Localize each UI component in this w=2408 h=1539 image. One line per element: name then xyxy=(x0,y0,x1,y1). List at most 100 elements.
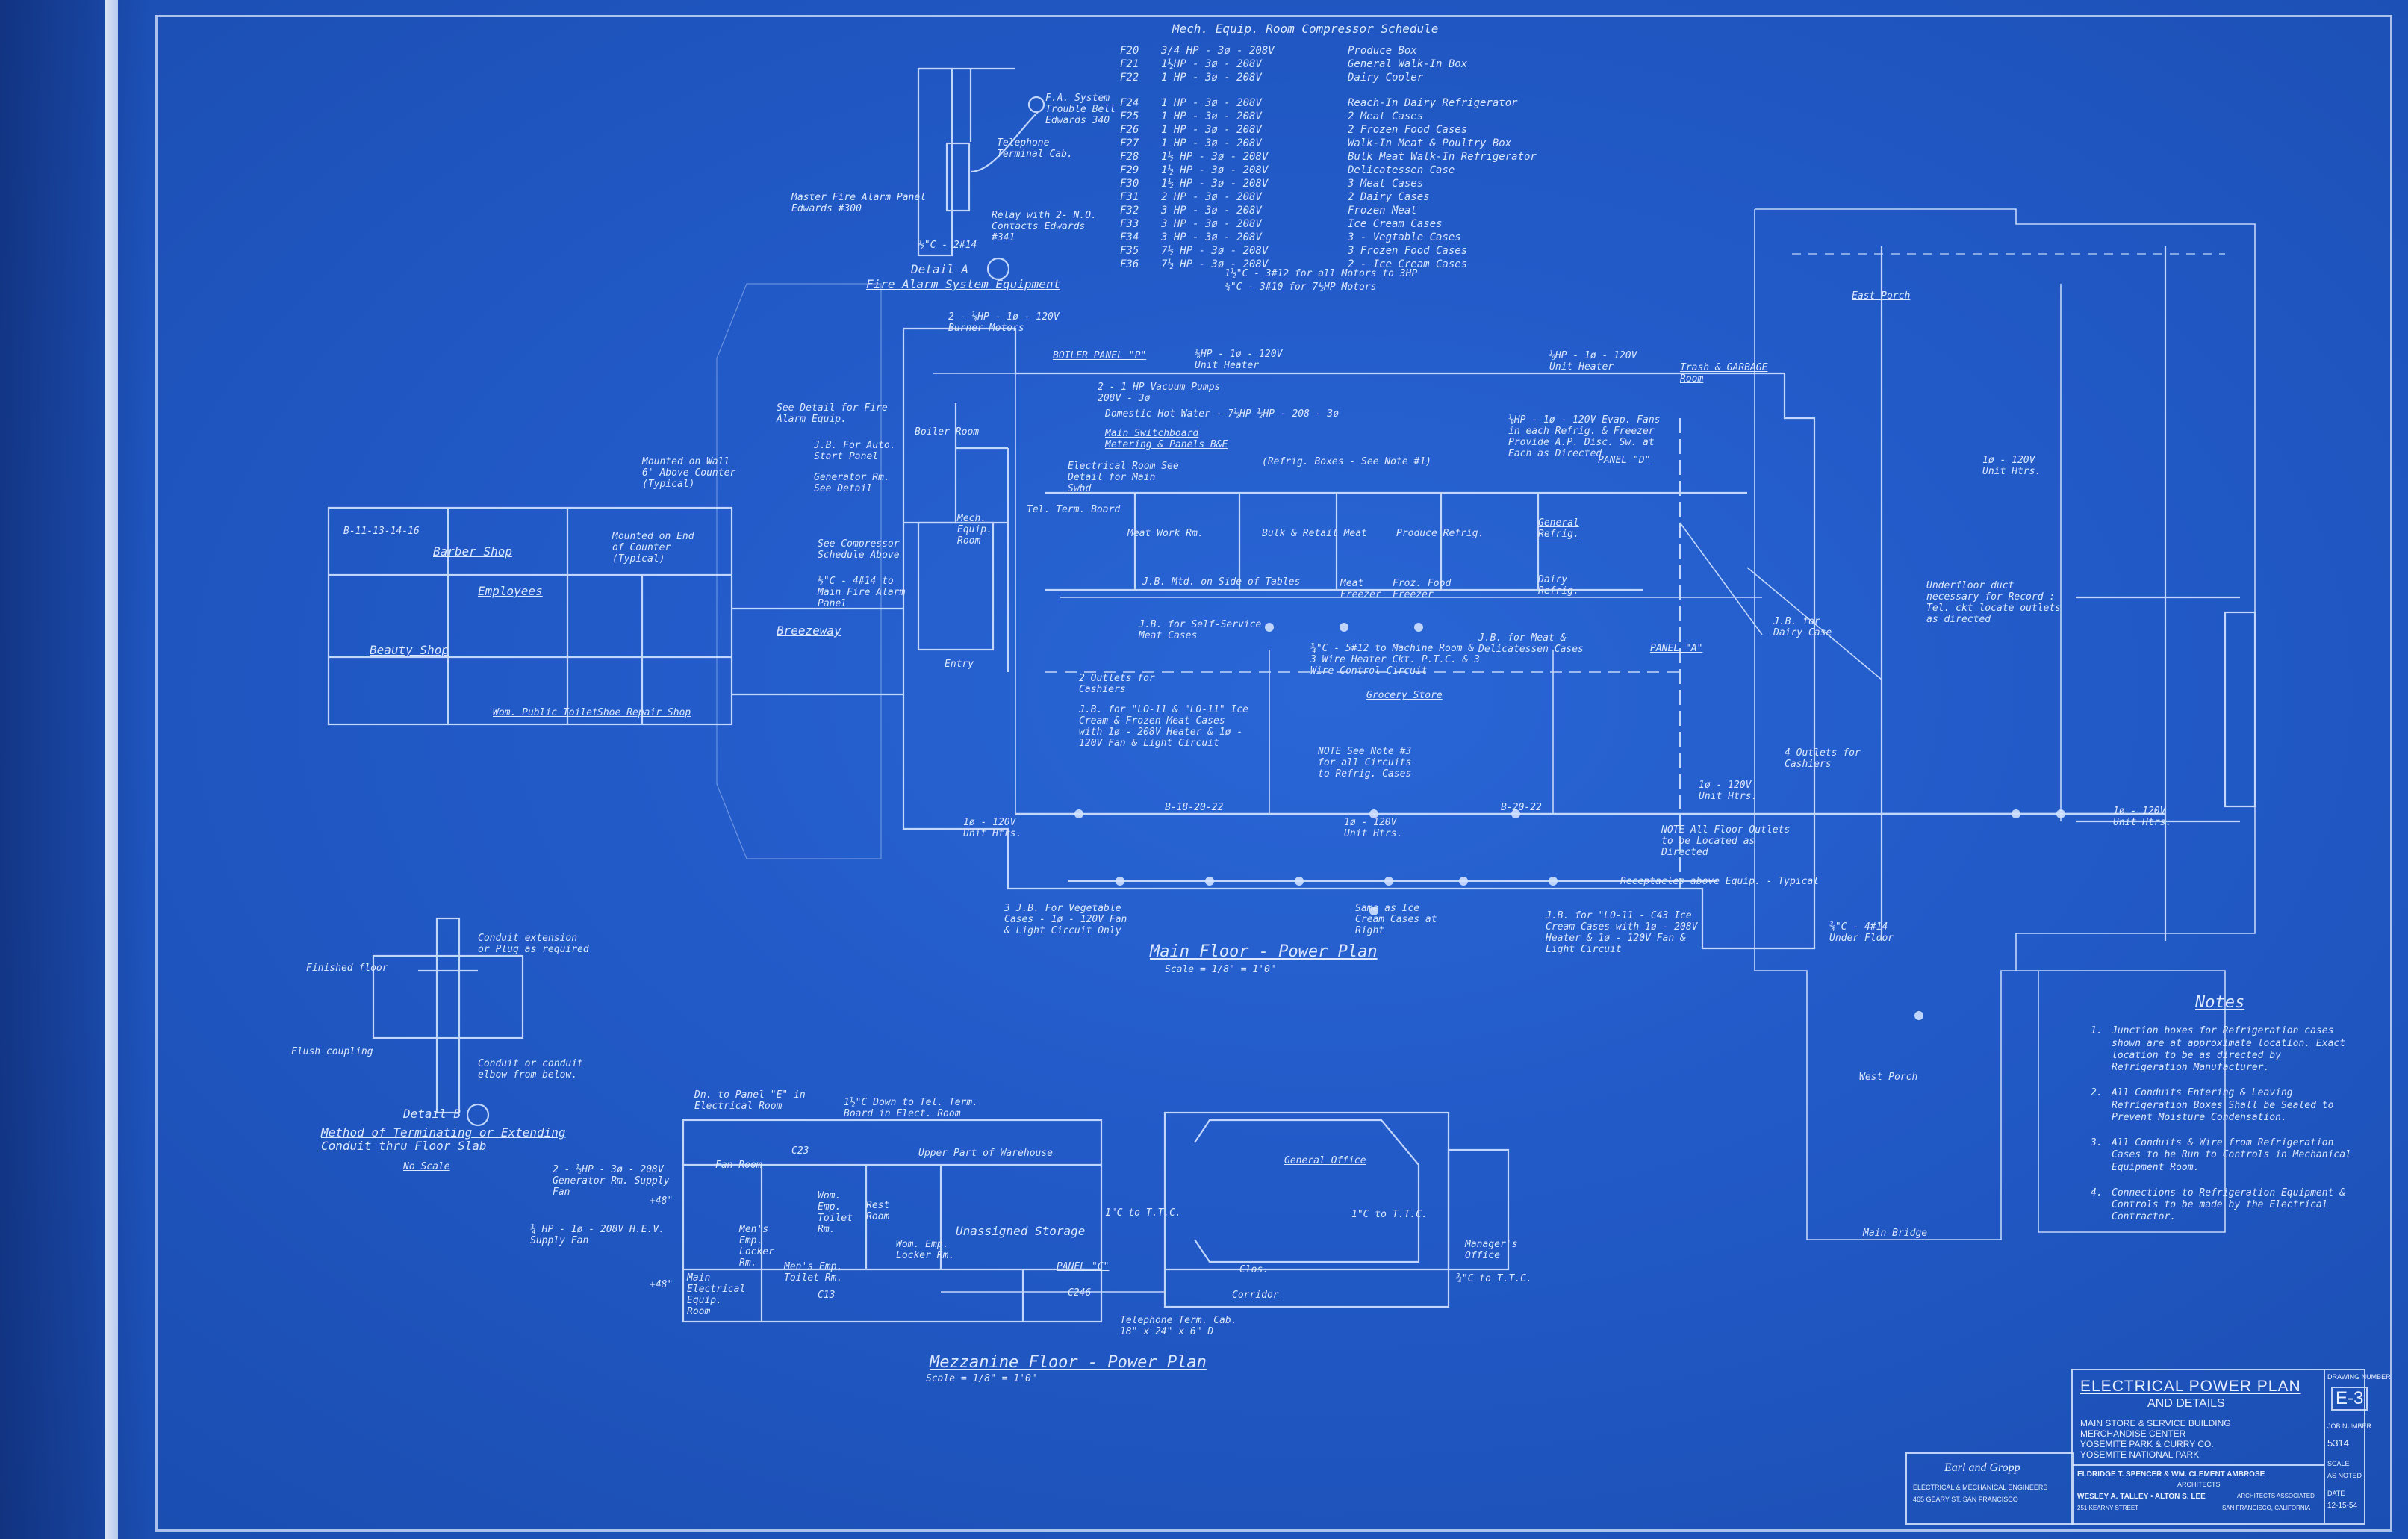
label-evap-fans: ⅛HP - 1ø - 120V Evap. Fans in each Refri… xyxy=(1508,414,1661,459)
detail-b-callout: Detail B xyxy=(403,1107,461,1121)
room-beauty-shop: Beauty Shop xyxy=(370,643,449,657)
engineers-address: 465 GEARY ST. SAN FRANCISCO xyxy=(1913,1496,2018,1503)
label-burner-motors: 2 - ¼HP - 1ø - 120V Burner Motors xyxy=(948,311,1060,334)
sheet-title: ELECTRICAL POWER PLAN xyxy=(2080,1378,2301,1395)
architects-city: SAN FRANCISCO, CALIFORNIA xyxy=(2222,1505,2311,1511)
label-down-tel: 1½"C Down to Tel. Term. Board in Elect. … xyxy=(844,1097,979,1119)
label-hot-water: Domestic Hot Water - 7½HP ½HP - 208 - 3ø xyxy=(1105,408,1340,420)
main-plan-scale: Scale = 1/8" = 1'0" xyxy=(1165,964,1276,975)
label-one-c: 1"C to T.T.C. xyxy=(1105,1207,1181,1219)
label-trash-room: Trash & GARBAGE Room xyxy=(1680,362,1768,385)
room-wom-locker: Wom. Emp. Locker Rm. xyxy=(896,1239,955,1261)
label-dn-panel: Dn. to Panel "E" in Electrical Room xyxy=(694,1089,806,1112)
label-conduit-elbow: Conduit or conduit elbow from below. xyxy=(478,1058,583,1081)
label-main-switchboard: Main Switchboard Metering & Panels B&E xyxy=(1105,428,1228,450)
room-rest-room: Rest Room xyxy=(866,1200,890,1222)
room-dairy-refrig: Dairy Refrig. xyxy=(1538,574,1579,597)
label-panel-a: PANEL "A" xyxy=(1650,643,1703,654)
label-unit-htrs: 1ø - 120V Unit Htrs. xyxy=(1982,455,2041,477)
label-wp-conduit: ¾"C - 4#14 Under Floor xyxy=(1829,921,1894,944)
label-unit-heater: ⅛HP - 1ø - 120V Unit Heater xyxy=(1195,349,1283,371)
architects-address: 251 KEARNY STREET xyxy=(2077,1505,2139,1511)
schedule-title: Mech. Equip. Room Compressor Schedule xyxy=(1172,22,1439,36)
drawing-number-label: DRAWING NUMBER xyxy=(2327,1373,2391,1381)
label-jb-dairy: J.B. for Dairy Case xyxy=(1773,616,1832,638)
label-jb-meat-deli: J.B. for Meat & Delicatessen Cases xyxy=(1478,632,1584,655)
room-general-refrig: General Refrig. xyxy=(1538,517,1579,540)
label-b11: B-11-13-14-16 xyxy=(343,526,420,537)
label-jb-self-service: J.B. for Self-Service Meat Cases xyxy=(1139,619,1262,641)
label-finished-floor: Finished floor xyxy=(306,963,388,974)
label-gen-supply-fan: 2 - ½HP - 3ø - 208V Generator Rm. Supply… xyxy=(553,1164,670,1198)
room-frozen-food: Froz. Food Freezer xyxy=(1393,578,1452,600)
label-electrical-room: Electrical Room See Detail for Main Swbd xyxy=(1068,461,1179,494)
label-see-compressor: See Compressor Schedule Above xyxy=(818,538,900,561)
label-jb-mtd: J.B. Mtd. on Side of Tables xyxy=(1142,576,1301,588)
telephone-cab-label: Telephone Terminal Cab. xyxy=(997,137,1073,160)
label-two-outlets: 2 Outlets for Cashiers xyxy=(1079,673,1155,695)
label-generator-room: Generator Rm. See Detail xyxy=(814,472,890,494)
label-jb-vegetable: 3 J.B. For Vegetable Cases - 1ø - 120V F… xyxy=(1004,903,1127,936)
engineers-firm: Earl and Gropp xyxy=(1944,1461,2020,1474)
job-number: 5314 xyxy=(2327,1437,2349,1449)
notes-title: Notes xyxy=(2195,993,2245,1012)
label-mounted-end: Mounted on End of Counter (Typical) xyxy=(612,531,694,565)
drawing-number-column: DRAWING NUMBER E-3 JOB NUMBER 5314 SCALE… xyxy=(2324,1370,2391,1523)
label-flush-coupling: Flush coupling xyxy=(291,1046,373,1057)
architects-line: ARCHITECTS xyxy=(2177,1481,2221,1488)
mezz-plan-title: Mezzanine Floor - Power Plan xyxy=(930,1353,1207,1372)
architects-line: WESLEY A. TALLEY • ALTON S. LEE xyxy=(2077,1493,2206,1501)
label-unit-htrs: 1ø - 120V Unit Htrs. xyxy=(2113,806,2172,828)
fire-detail-callout: Detail A xyxy=(911,262,969,276)
compressor-schedule: Mech. Equip. Room Compressor Schedule F2… xyxy=(1120,22,1537,270)
note-item: 3.All Conduits & Wire from Refrigeration… xyxy=(2091,1137,2351,1173)
date-label: DATE xyxy=(2327,1490,2345,1497)
architects-line: ELDRIDGE T. SPENCER & WM. CLEMENT AMBROS… xyxy=(2077,1470,2265,1479)
engineers-block: Earl and Gropp ELECTRICAL & MECHANICAL E… xyxy=(1905,1452,2074,1525)
label-jb-lo11: J.B. for "LO-11 - C43 Ice Cream Cases wi… xyxy=(1546,910,1698,955)
label-panel-d: PANEL "D" xyxy=(1598,455,1651,466)
room-employees: Employees xyxy=(478,584,543,598)
label-panel-c: PANEL "C" xyxy=(1057,1261,1110,1272)
note-item: 4.Connections to Refrigeration Equipment… xyxy=(2091,1187,2346,1223)
room-mens-toilet: Men's Emp. Toilet Rm. xyxy=(784,1261,843,1284)
room-mens-locker: Men's Emp. Locker Rm. xyxy=(739,1224,774,1269)
label-see-detail-fa: See Detail for Fire Alarm Equip. xyxy=(777,402,888,425)
label-corridor: Corridor xyxy=(1232,1290,1279,1301)
label-jb-ice-cream: J.B. for "LO-11 & "LO-11" Ice Cream & Fr… xyxy=(1079,704,1248,749)
engineers-line: ELECTRICAL & MECHANICAL ENGINEERS xyxy=(1913,1484,2048,1491)
label-b20: B-20-22 xyxy=(1501,802,1542,813)
label-same-as-ice: Same as Ice Cream Cases at Right xyxy=(1355,903,1437,936)
label-to-ttc: ¾"C to T.T.C. xyxy=(1456,1273,1532,1284)
room-general-office: General Office xyxy=(1284,1155,1366,1166)
project-line: YOSEMITE PARK & CURRY CO. xyxy=(2080,1439,2214,1449)
label-receptacles: Receptacles above Equip. - Typical xyxy=(1620,876,1820,887)
label-conduit-extension: Conduit extension or Plug as required xyxy=(478,933,589,955)
room-mech-equip: Mech. Equip. Room xyxy=(957,513,992,547)
title-block: ELECTRICAL POWER PLAN AND DETAILS MAIN S… xyxy=(2071,1369,2391,1525)
label-unit-htrs: 1ø - 120V Unit Htrs. xyxy=(1699,780,1758,802)
label-two-c: 1"C to T.T.C. xyxy=(1351,1209,1428,1220)
room-produce-refrig: Produce Refrig. xyxy=(1396,528,1484,539)
job-number-label: JOB NUMBER xyxy=(2327,1423,2372,1430)
label-telephone-cab: Telephone Term. Cab. 18" x 24" x 6" D xyxy=(1120,1315,1237,1337)
label-unit-htrs: 1ø - 120V Unit Htrs. xyxy=(963,817,1022,839)
label-vacuum-pumps: 2 - 1 HP Vacuum Pumps 208V - 3ø xyxy=(1098,382,1221,404)
room-meat-work: Meat Work Rm. xyxy=(1127,528,1204,539)
room-wom-toilet: Wom. Emp. Toilet Rm. xyxy=(818,1190,853,1235)
room-barber-shop: Barber Shop xyxy=(433,544,512,559)
note-item: 2.All Conduits Entering & Leaving Refrig… xyxy=(2091,1087,2334,1123)
project-line: MERCHANDISE CENTER xyxy=(2080,1428,2186,1439)
label-boiler-panel: BOILER PANEL "P" xyxy=(1053,350,1147,361)
label-main-bridge: Main Bridge xyxy=(1863,1228,1928,1239)
label-plus48: +48" xyxy=(650,1196,673,1207)
architects-line: ARCHITECTS ASSOCIATED xyxy=(2237,1493,2315,1499)
room-managers-office: Manager's Office xyxy=(1465,1239,1518,1261)
label-c23: C23 xyxy=(791,1145,809,1157)
note-item: 1.Junction boxes for Refrigeration cases… xyxy=(2091,1025,2346,1074)
label-note-floor: NOTE All Floor Outlets to be Located as … xyxy=(1661,824,1791,858)
detail-b-title: Method of Terminating or Extending Condu… xyxy=(321,1125,566,1154)
label-machine-room: ¾"C - 5#12 to Machine Room & 3 Wire Heat… xyxy=(1310,643,1480,677)
label-entry: Entry xyxy=(945,659,974,670)
